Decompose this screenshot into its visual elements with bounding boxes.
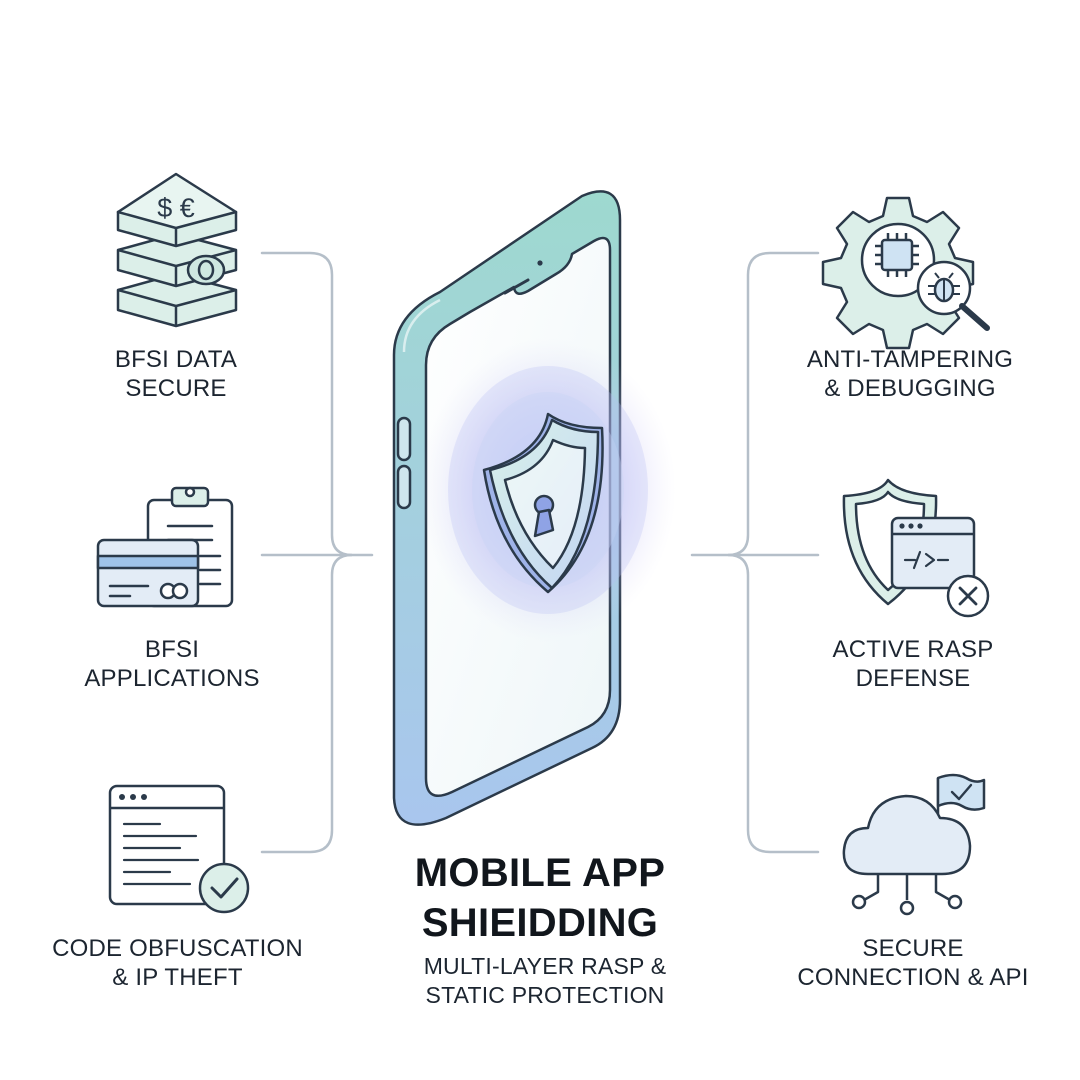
- code-window-check-icon: [108, 784, 250, 914]
- diagram-title: MOBILE APP SHIEIDDING: [414, 851, 666, 945]
- phone-speaker: [503, 278, 530, 295]
- currency-symbols: $ €: [157, 193, 195, 223]
- feature-label-bfsi-apps: BFSI APPLICATIONS: [84, 636, 260, 692]
- phone-camera: [537, 260, 543, 266]
- cloud-network-flag-icon: [842, 773, 986, 916]
- feature-label-active-rasp: ACTIVE RASP DEFENSE: [832, 636, 994, 692]
- feature-label-secure-connection: SECURE CONNECTION & API: [797, 935, 1029, 991]
- volume-button-down: [396, 464, 412, 510]
- card-clipboard-icon: [96, 486, 234, 608]
- diagram-subtitle: MULTI-LAYER RASP & STATIC PROTECTION: [423, 953, 667, 1008]
- feature-label-code-obfuscation: CODE OBFUSCATION & IP THEFT: [52, 935, 303, 991]
- left-connector: [260, 251, 374, 854]
- feature-label-bfsi-data: BFSI DATA SECURE: [114, 346, 238, 402]
- shield-window-x-icon: [842, 478, 990, 618]
- database-currency-icon: [116, 172, 238, 328]
- volume-button-up: [396, 416, 412, 462]
- feature-label-anti-tampering: ANTI-TAMPERING & DEBUGGING: [806, 346, 1014, 402]
- right-connector: [690, 251, 820, 854]
- phone-bezel-edge: [402, 298, 441, 353]
- keyhole-shield-icon: [482, 412, 604, 594]
- gear-chip-bug-icon: [821, 196, 990, 350]
